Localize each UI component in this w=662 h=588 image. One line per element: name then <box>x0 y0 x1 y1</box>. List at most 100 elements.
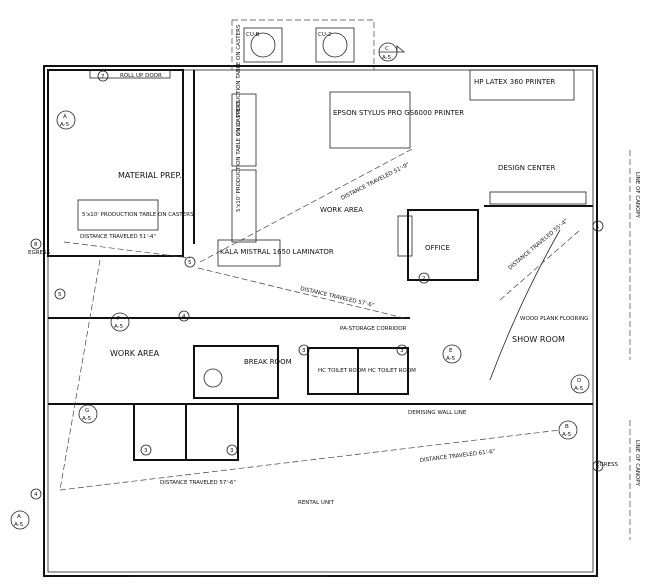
door-tag-5[interactable]: 5 <box>184 256 196 268</box>
break-room-wall <box>193 345 279 399</box>
show-room-label: SHOW ROOM <box>512 335 565 344</box>
door-tag-1b[interactable]: 1 <box>592 460 604 472</box>
condenser-unit-1 <box>243 27 283 63</box>
roll-up-door[interactable] <box>89 69 171 79</box>
toilet-room-1-label: HC TOILET ROOM <box>318 368 366 374</box>
toilet-room-2-label: HC TOILET ROOM <box>368 368 416 374</box>
svg-text:F: F <box>117 316 120 322</box>
door-tag-3d[interactable]: 3 <box>396 344 408 356</box>
travel-line-5 <box>59 259 101 491</box>
door-tag-3a[interactable]: 3 <box>298 344 310 356</box>
door-tag-7[interactable]: 7 <box>97 70 109 82</box>
door-tag-8[interactable]: 8 <box>30 238 42 250</box>
work-area-top-label: WORK AREA <box>320 206 363 214</box>
section-marker-d[interactable]: D A-5 <box>570 374 590 394</box>
svg-text:4: 4 <box>34 492 38 498</box>
production-table-1 <box>231 93 257 167</box>
condenser-fan-1 <box>250 32 276 58</box>
canopy-bottom-label: LINE OF CANOPY <box>634 440 640 487</box>
travel-distance-1: DISTANCE TRAVELED 51'-9" <box>340 162 410 202</box>
svg-text:A-5: A-5 <box>446 356 456 362</box>
svg-text:2: 2 <box>422 276 426 282</box>
section-marker-b[interactable]: B A-5 <box>558 420 578 440</box>
svg-text:5: 5 <box>58 292 62 298</box>
svg-text:B: B <box>565 424 569 430</box>
svg-text:C: C <box>385 46 389 52</box>
svg-text:D: D <box>577 378 581 384</box>
design-desk <box>489 191 587 205</box>
toilet-room-2-wall <box>357 347 409 395</box>
svg-text:A-5: A-5 <box>14 522 24 528</box>
condenser-label-2: CU-2 <box>318 32 331 38</box>
svg-text:3: 3 <box>230 448 234 454</box>
travel-distance-5: DISTANCE TRAVELED 57'-6" <box>160 480 236 486</box>
laminator-label: KALA MISTRAL 1650 LAMINATOR <box>220 248 334 256</box>
svg-text:1: 1 <box>596 224 600 230</box>
door-tag-3c[interactable]: 3 <box>226 444 238 456</box>
production-table-2 <box>231 169 257 243</box>
hp-latex-label: HP LATEX 360 PRINTER <box>474 78 555 86</box>
material-prep-table <box>77 199 159 231</box>
exterior-wall-inner <box>47 69 594 573</box>
svg-text:A: A <box>63 114 67 120</box>
section-marker-e[interactable]: E A-5 <box>442 344 462 364</box>
svg-text:A-5: A-5 <box>562 432 572 438</box>
rooftop-equipment-area <box>231 19 375 71</box>
door-tag-1[interactable]: 1 <box>592 220 604 232</box>
roll-up-door-label: ROLL UP DOOR <box>120 73 162 79</box>
break-room-label: BREAK ROOM <box>244 358 292 366</box>
door-tag-2[interactable]: 2 <box>418 272 430 284</box>
travel-distance-3: DISTANCE TRAVELED 57'-6" <box>300 286 375 309</box>
svg-text:3: 3 <box>302 348 306 354</box>
section-marker-c[interactable]: C A-5 <box>378 42 406 62</box>
section-marker-a-bottom[interactable]: A A-5 <box>10 510 30 530</box>
svg-text:5: 5 <box>188 260 192 266</box>
svg-text:8: 8 <box>34 242 38 248</box>
section-marker-a-top[interactable]: A A-5 <box>56 110 76 130</box>
svg-text:A-5: A-5 <box>82 416 92 422</box>
travel-line-3 <box>197 267 405 319</box>
svg-text:A: A <box>17 514 21 520</box>
section-marker-f[interactable]: F A-5 <box>110 312 130 332</box>
hp-latex-printer <box>469 69 575 101</box>
door-tag-5b[interactable]: 5 <box>54 288 66 300</box>
travel-distance-6: DISTANCE TRAVELED 55'-4" <box>507 218 569 271</box>
pa-storage-label: PA-STORAGE CORRIDOR <box>340 326 407 332</box>
svg-text:3: 3 <box>400 348 404 354</box>
break-table <box>203 368 223 388</box>
svg-text:3: 3 <box>144 448 148 454</box>
wood-plank-label: WOOD PLANK FLOORING <box>520 316 588 322</box>
section-marker-g[interactable]: G A-5 <box>78 404 98 424</box>
material-prep-label: MATERIAL PREP. <box>118 171 182 180</box>
travel-distance-2: DISTANCE TRAVELED 51'-4" <box>80 234 156 240</box>
travel-distance-4: DISTANCE TRAVELED 61'-6" <box>420 449 496 464</box>
rental-unit-label: RENTAL UNIT <box>298 500 335 506</box>
epson-printer <box>329 91 411 149</box>
travel-line-4 <box>59 429 561 491</box>
epson-printer-label: EPSON STYLUS PRO GS6000 PRINTER <box>333 109 464 117</box>
door-tag-3b[interactable]: 3 <box>140 444 152 456</box>
svg-text:A-5: A-5 <box>574 386 584 392</box>
office-room-wall <box>407 209 479 281</box>
door-tag-4[interactable]: 4 <box>178 310 190 322</box>
svg-text:4: 4 <box>182 314 186 320</box>
material-prep-table-label: 5'x10' PRODUCTION TABLE ON CASTERS <box>82 212 194 218</box>
door-tag-4b[interactable]: 4 <box>30 488 42 500</box>
svg-text:A-5: A-5 <box>114 324 124 330</box>
canopy-top-label: LINE OF CANOPY <box>634 172 640 219</box>
svg-text:A-5: A-5 <box>382 55 392 61</box>
travel-line-2 <box>63 241 191 259</box>
production-table-label-1: 5'x10' PRODUCTION TABLE ON CASTERS <box>236 24 242 136</box>
svg-text:G: G <box>85 408 89 414</box>
show-room-curve <box>489 229 561 381</box>
svg-text:1: 1 <box>596 464 600 470</box>
work-area-left-label: WORK AREA <box>110 349 160 358</box>
condenser-unit-2 <box>315 27 355 63</box>
svg-text:E: E <box>449 348 453 354</box>
svg-text:A-5: A-5 <box>60 122 70 128</box>
condenser-label-1: CU-B <box>246 32 260 38</box>
svg-text:7: 7 <box>101 74 105 80</box>
material-prep-room-wall <box>47 69 184 257</box>
office-stair <box>397 215 413 257</box>
